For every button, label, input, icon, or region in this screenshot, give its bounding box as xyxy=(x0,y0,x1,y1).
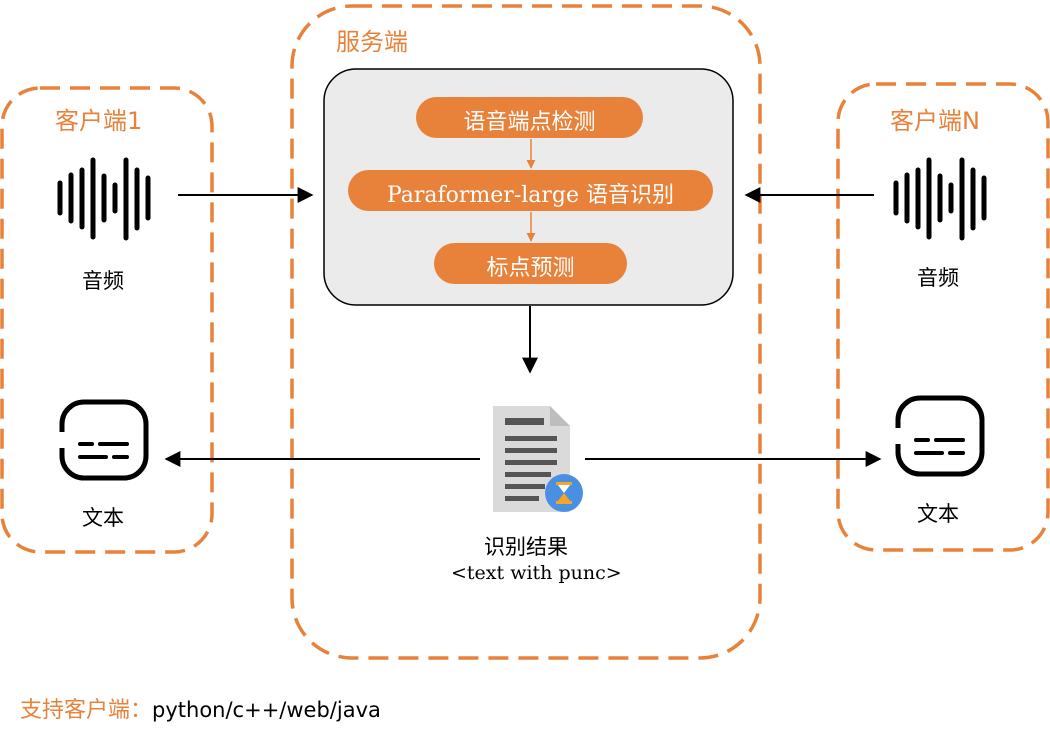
server-box xyxy=(290,4,762,660)
step-punc-label: 标点预测 xyxy=(486,256,575,281)
result-label: 识别结果 xyxy=(484,535,568,559)
footer-value: python/c++/web/java xyxy=(152,698,381,722)
step-asr-label: Paraformer-large 语音识别 xyxy=(386,183,675,208)
sound-wave-icon xyxy=(893,157,987,241)
step-vad-pill xyxy=(416,97,643,138)
subtitles-icon xyxy=(55,399,149,481)
client-right-box xyxy=(836,82,1050,552)
sound-wave-icon xyxy=(57,157,151,241)
footer: 支持客户端：python/c++/web/java xyxy=(20,692,381,724)
document-hourglass-icon xyxy=(493,406,583,512)
client-right-text-label: 文本 xyxy=(917,502,959,526)
client-right-title: 客户端N xyxy=(890,107,980,135)
step-vad-label: 语音端点检测 xyxy=(463,110,596,135)
client-left-text-label: 文本 xyxy=(82,506,124,530)
client-right-audio-label: 音频 xyxy=(917,266,959,290)
subtitles-icon xyxy=(891,395,985,477)
footer-label: 支持客户端： xyxy=(20,698,153,723)
server-title: 服务端 xyxy=(336,28,408,56)
result-sub-label: <text with punc> xyxy=(451,562,622,584)
client-left-audio-label: 音频 xyxy=(82,269,124,293)
step-asr-pill xyxy=(348,170,713,211)
step-punc-pill xyxy=(434,243,627,284)
client-left-box xyxy=(0,86,214,554)
client-left-title: 客户端1 xyxy=(55,107,143,135)
